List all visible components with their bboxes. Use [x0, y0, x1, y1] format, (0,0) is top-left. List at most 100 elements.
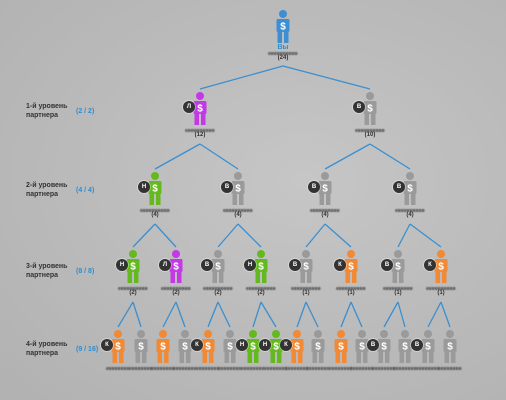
partner-node[interactable]: $ [306, 330, 330, 390]
partner-node[interactable]: $Л(12) [183, 92, 215, 152]
partner-node[interactable]: $В(1) [381, 250, 413, 310]
person-icon: $ [148, 172, 162, 205]
tree-link [154, 143, 201, 170]
svg-text:$: $ [173, 262, 179, 273]
root-node[interactable]: $Вы(24) [268, 10, 298, 70]
rank-badge: К [334, 259, 346, 271]
partner-node[interactable]: $ [393, 330, 417, 390]
partner-node[interactable]: $В(2) [201, 250, 233, 310]
partner-node[interactable]: $Н(2) [244, 250, 276, 310]
svg-text:$: $ [367, 104, 373, 115]
rank-badge: В [289, 259, 301, 271]
partner-node[interactable]: $Н [259, 330, 288, 390]
rank-badge: В [201, 259, 213, 271]
partner-node[interactable]: $В(4) [393, 172, 425, 232]
tree-link [199, 143, 239, 170]
svg-text:$: $ [152, 184, 158, 195]
partner-node[interactable]: $К(1) [424, 250, 456, 310]
rank-badge: Н [244, 259, 256, 271]
tree-link [397, 223, 411, 248]
obscured-name [416, 367, 440, 370]
partner-node[interactable]: $ [129, 330, 153, 390]
svg-text:$: $ [425, 342, 431, 353]
tree-link [207, 301, 219, 328]
downline-count: (2) [257, 290, 265, 296]
partner-node[interactable]: $Н(2) [116, 250, 148, 310]
person-icon: $ [193, 92, 207, 125]
partner-node[interactable]: $В(4) [221, 172, 253, 232]
obscured-name [203, 287, 233, 290]
person-icon: $ [223, 330, 237, 363]
svg-text:$: $ [438, 262, 444, 273]
tree-link [350, 301, 363, 328]
svg-text:$: $ [182, 342, 188, 353]
rank-badge: Н [259, 339, 271, 351]
partner-node[interactable]: $В [367, 330, 396, 390]
partner-node[interactable]: $Н(4) [138, 172, 170, 232]
partner-node[interactable]: $К [101, 330, 130, 390]
partner-node[interactable]: $ [151, 330, 175, 390]
person-icon: $ [355, 330, 369, 363]
rank-badge: Л [159, 259, 171, 271]
svg-text:$: $ [273, 342, 279, 353]
rank-badge: В [411, 339, 423, 351]
svg-text:$: $ [227, 342, 233, 353]
person-icon: $ [434, 250, 448, 283]
partner-node[interactable]: $В(4) [308, 172, 340, 232]
downline-count: (2) [214, 290, 222, 296]
person-icon: $ [134, 330, 148, 363]
person-icon: $ [201, 330, 215, 363]
downline-count: (2) [172, 290, 180, 296]
partner-node[interactable]: $ [173, 330, 197, 390]
obscured-name [223, 209, 253, 212]
tree-link [324, 143, 371, 170]
partner-node[interactable]: $К [280, 330, 309, 390]
obscured-name [426, 287, 456, 290]
tree-link [260, 301, 277, 328]
level-4-count: (9 / 16) [76, 346, 99, 353]
level-1-count: (2 / 2) [76, 108, 95, 115]
partner-node[interactable]: $ [438, 330, 462, 390]
person-icon: $ [231, 172, 245, 205]
level-2-label: 2-й уровень партнера [26, 182, 68, 198]
partner-node[interactable]: $ [329, 330, 353, 390]
person-icon: $ [111, 330, 125, 363]
partner-node[interactable]: $Л (2) [159, 250, 191, 310]
person-icon: $ [276, 10, 290, 43]
obscured-name [173, 367, 197, 370]
tree-link [427, 301, 442, 328]
svg-text:$: $ [303, 262, 309, 273]
svg-text:$: $ [197, 104, 203, 115]
person-icon: $ [169, 250, 183, 283]
rank-badge: В [308, 181, 320, 193]
partner-node[interactable]: $К(1) [334, 250, 366, 310]
tree-link [324, 223, 352, 248]
obscured-name [355, 129, 385, 132]
person-icon: $ [398, 330, 412, 363]
svg-text:$: $ [338, 342, 344, 353]
partner-node[interactable]: $К [191, 330, 220, 390]
partner-node[interactable]: $ [218, 330, 242, 390]
svg-text:$: $ [280, 22, 286, 33]
partner-node[interactable]: $В [411, 330, 440, 390]
partner-node[interactable]: $Н [236, 330, 265, 390]
obscured-name [241, 367, 265, 370]
partner-node[interactable]: $В(1) [289, 250, 321, 310]
obscured-name [310, 209, 340, 212]
rank-badge: В [353, 101, 365, 113]
person-icon: $ [344, 250, 358, 283]
partner-node[interactable]: $В(10) [353, 92, 385, 152]
svg-text:$: $ [294, 342, 300, 353]
tree-link [305, 301, 319, 328]
downline-count: (12) [194, 132, 206, 138]
obscured-name [291, 287, 321, 290]
tree-link [383, 301, 399, 328]
obscured-name [129, 367, 153, 370]
obscured-name [264, 367, 288, 370]
level-1-label: 1-й уровень партнера [26, 103, 68, 119]
svg-text:$: $ [115, 342, 121, 353]
tree-link [282, 65, 371, 90]
partner-node[interactable]: $ [350, 330, 374, 390]
tree-link [409, 223, 442, 248]
